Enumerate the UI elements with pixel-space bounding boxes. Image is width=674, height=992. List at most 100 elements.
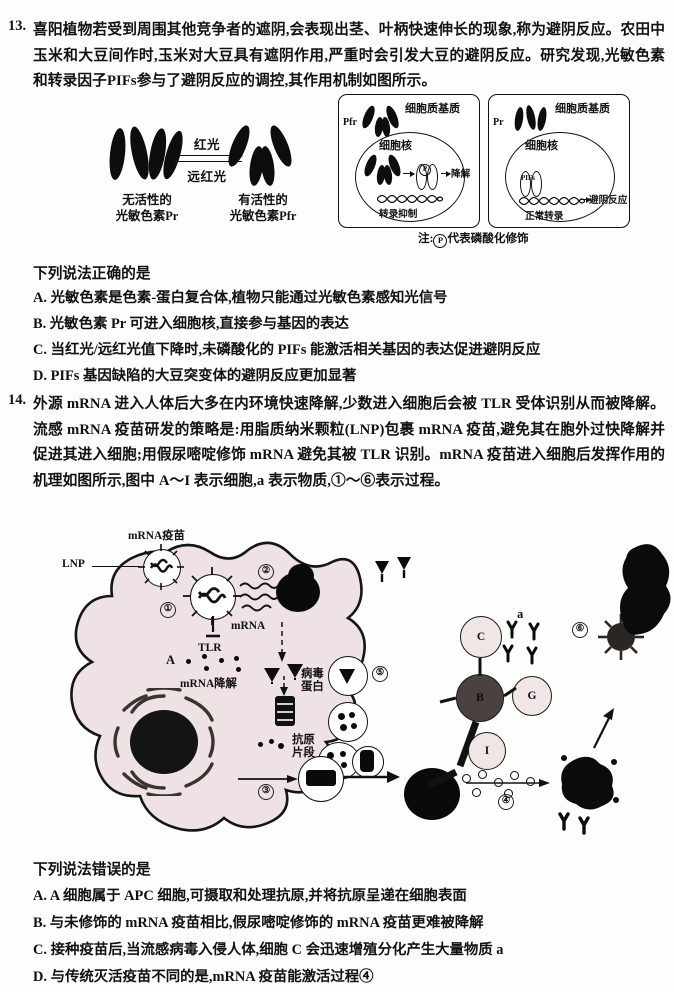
degraded-mrna-dots [186, 650, 248, 676]
mhc-antigen-complex [306, 770, 336, 786]
degradation-label: 降解 [451, 169, 471, 180]
nucleus-lobe [288, 564, 314, 588]
translation-arrow [278, 622, 286, 662]
arrow-pfr-to-pifs [403, 171, 415, 177]
question-14-option-b[interactable]: B. 与未修饰的 mRNA 疫苗相比,假尿嘧啶修饰的 mRNA 疫苗更难被降解 [33, 915, 484, 931]
lnp-particle-outside [143, 549, 181, 587]
dna-helix-right-icon [519, 196, 585, 206]
tlr-label: TLR [198, 642, 222, 654]
vesicle-fragments-1 [328, 702, 368, 742]
nucleus-left [355, 132, 465, 222]
arrow-process-3 [238, 775, 298, 783]
mrna-label: mRNA [231, 620, 266, 632]
process-1-marker: ① [160, 602, 176, 618]
viral-protein-line2: 蛋白 [301, 681, 324, 693]
pifs-label-right: PIFs [521, 174, 535, 182]
mhc-loaded-marker [360, 750, 374, 772]
cytotoxic-granule-dots [460, 768, 556, 804]
figure-phytochrome: 无活性的 光敏色素Pr 红光 远红光 有活性的 光敏色素Pfr 细胞质基质 Pf [0, 92, 674, 257]
pr-label-right: Pr [493, 117, 504, 128]
cytoplasm-label-left: 细胞质基质 [405, 103, 460, 115]
vesicle-protein-content-icon [339, 669, 355, 684]
figure-mrna-vaccine: ② mRNA疫苗 LNP [0, 516, 674, 846]
mrna-degradation-label: mRNA降解 [180, 678, 237, 690]
lnp-spikes-internal-icon [183, 567, 241, 625]
arrow-to-degradation [441, 171, 451, 177]
viral-protein-label: 病毒 蛋白 [301, 668, 324, 694]
infected-target-cell [620, 544, 671, 635]
antibody-icons [502, 620, 540, 665]
antigen-fragment-label: 抗原 片段 [292, 734, 315, 760]
normal-transcription-label: 正常转录 [525, 211, 564, 222]
cell-diagram-pr-box: 细胞质基质 Pr 细胞核 PIFs 正常转录 避阴反应 [488, 94, 630, 228]
cell-C-label: C [476, 631, 486, 643]
phytochrome-pfr-caption: 有活性的 光敏色素Pfr [198, 192, 328, 224]
pfr-caption-line2: 光敏色素Pfr [229, 209, 297, 223]
lnp-label: LNP [62, 558, 85, 570]
nucleus-label-left: 细胞核 [379, 140, 412, 152]
viral-protein-icon-1 [264, 668, 280, 684]
nucleus-label-right: 细胞核 [525, 140, 558, 152]
pfr-molecule-nucleus [362, 153, 405, 187]
arrow-protein-to-proteasome [280, 676, 288, 696]
pifs-unphosphorylated: PIFs [519, 171, 545, 197]
question-13-option-a[interactable]: A. 光敏色素是色素-蛋白复合体,植物只能通过光敏色素感知光信号 [33, 290, 448, 306]
cell-G-label: G [527, 690, 537, 702]
tlr-receptor-icon [206, 616, 220, 638]
dna-helix-left-icon [377, 194, 443, 204]
note-prefix: 注: [418, 232, 434, 245]
antigen-fragment-line2: 片段 [292, 747, 315, 759]
question-14-stem: 外源 mRNA 进入人体后大多在内环境快速降解,少数进入细胞后会被 TLR 受体… [33, 396, 665, 489]
substance-a-label: a [517, 607, 524, 621]
lnp-particle-internal [190, 574, 236, 620]
pr-caption-line2: 光敏色素Pr [115, 209, 179, 223]
antibody-cluster-bottom [558, 812, 590, 835]
question-13-stem: 喜阳植物若受到周围其他竞争者的遮阴,会表现出茎、叶柄快速伸长的现象,称为避阴反应… [33, 22, 665, 89]
question-14-prompt: 下列说法错误的是 [33, 862, 151, 878]
process-6-marker: ⑥ [572, 622, 588, 638]
cell-B-label: B [476, 692, 484, 704]
antigen-fragment-line1: 抗原 [292, 734, 315, 746]
cell-I: I [468, 732, 506, 770]
question-13-option-d[interactable]: D. PIFs 基因缺陷的大豆突变体的避阴反应更加显著 [33, 368, 357, 384]
transcription-inhibition-label: 转录抑制 [379, 209, 418, 220]
proteasome-icon [275, 696, 295, 726]
cell-C: C [460, 616, 502, 658]
viral-protein-line1: 病毒 [301, 668, 324, 680]
phytochrome-pr-caption: 无活性的 光敏色素Pr [82, 192, 212, 224]
pfr-caption-line1: 有活性的 [238, 193, 288, 207]
cell-A-label: A [166, 653, 176, 667]
vesicle-fragment-dots-1 [336, 710, 360, 734]
red-light-label: 红光 [193, 138, 221, 152]
process-4-marker: ④ [498, 794, 514, 810]
arrow-process-4 [466, 779, 550, 787]
mrna-vaccine-label: mRNA疫苗 [128, 530, 185, 542]
arrow-to-cell-surface [344, 771, 400, 783]
lysed-cell-debris [561, 755, 619, 810]
question-14-option-a[interactable]: A. A 细胞属于 APC 细胞,可摄取和处理抗原,并将抗原呈递在细胞表面 [33, 888, 467, 904]
question-14-option-c[interactable]: C. 接种疫苗后,当流感病毒入侵人体,细胞 C 会迅速增殖分化产生大量物质 a [33, 942, 504, 958]
question-13-option-b[interactable]: B. 光敏色素 Pr 可进入细胞核,直接参与基因的表达 [33, 316, 349, 332]
far-red-light-label: 远红光 [187, 170, 227, 184]
cell-B: B [456, 674, 504, 722]
phospho-mark-icon: P [419, 164, 431, 176]
viral-protein-icon-2 [287, 664, 303, 680]
process-3-marker: ③ [258, 784, 274, 800]
question-13-option-c[interactable]: C. 当红光/远红光值下降时,未磷酸化的 PIFs 能激活相关基因的表达促进避阴… [33, 342, 541, 358]
cytoplasm-label-right: 细胞质基质 [555, 103, 610, 115]
question-13-number: 13. [8, 18, 27, 34]
question-14-option-d[interactable]: D. 与传统灭活疫苗不同的是,mRNA 疫苗能激活过程④ [33, 969, 374, 985]
cell-diagram-pfr-box: 细胞质基质 Pfr 细胞核 [338, 94, 480, 228]
note-text: 代表磷酸化修饰 [447, 232, 529, 245]
phytochrome-pfr-shape [224, 122, 298, 188]
cell-G: G [512, 676, 552, 716]
question-13-prompt: 下列说法正确的是 [33, 266, 151, 282]
process-5-marker: ⑤ [372, 666, 388, 682]
reverse-arrow-icon [171, 158, 242, 165]
mrna-strand-icon [239, 582, 279, 612]
surface-antigen-icons [375, 557, 411, 582]
pfr-label-left: Pfr [343, 117, 357, 128]
shade-avoidance-response-label: 避阴反应 [589, 195, 628, 206]
